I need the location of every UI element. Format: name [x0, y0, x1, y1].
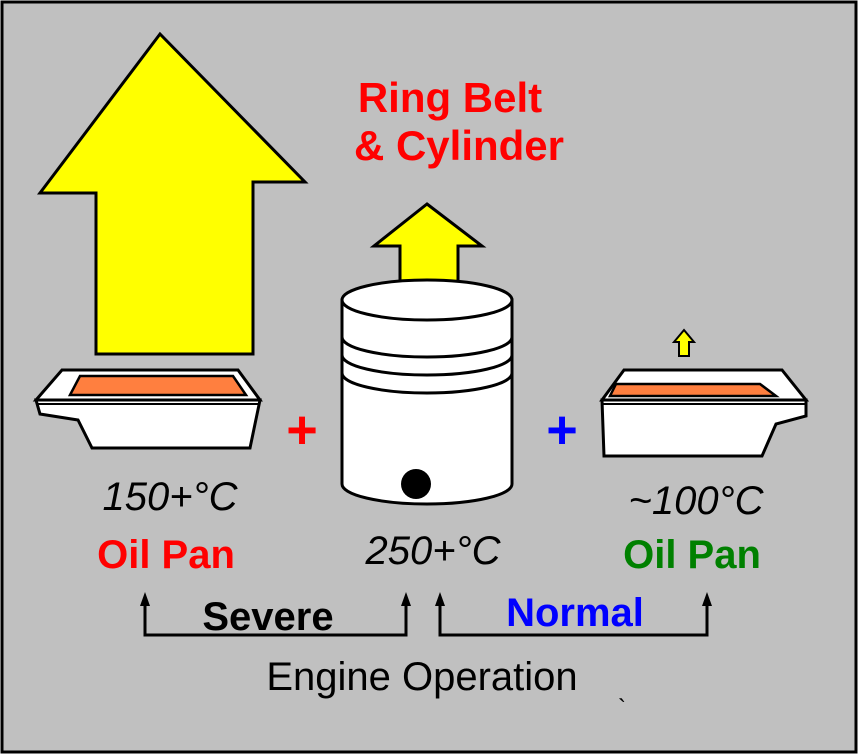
piston-temp: 250+°C — [365, 529, 502, 573]
right-oil-pan-temp: ~100°C — [629, 479, 765, 523]
oil-pan-left-icon — [32, 368, 263, 450]
severe-label: Severe — [202, 595, 333, 639]
heat-arrow-large-icon — [36, 31, 309, 356]
ring-belt-label-line2: & Cylinder — [354, 122, 564, 169]
normal-label: Normal — [506, 591, 644, 635]
bracket-arrow-icon-normal — [435, 592, 712, 637]
oil-pan-right-icon — [599, 368, 810, 458]
right-oil-pan-label: Oil Pan — [623, 533, 761, 577]
piston-icon — [340, 278, 514, 506]
ring-belt-label-line1: Ring Belt — [358, 74, 542, 121]
engine-operation-label: Engine Operation — [266, 655, 577, 699]
plus-right: + — [546, 400, 578, 460]
bracket-arrow-icon-severe — [140, 592, 411, 637]
stray-mark: ` — [618, 695, 626, 722]
left-oil-pan-temp: 150+°C — [103, 475, 239, 519]
left-oil-pan-label: Oil Pan — [97, 533, 235, 577]
plus-left: + — [286, 400, 318, 460]
heat-arrow-small-icon — [671, 328, 697, 357]
